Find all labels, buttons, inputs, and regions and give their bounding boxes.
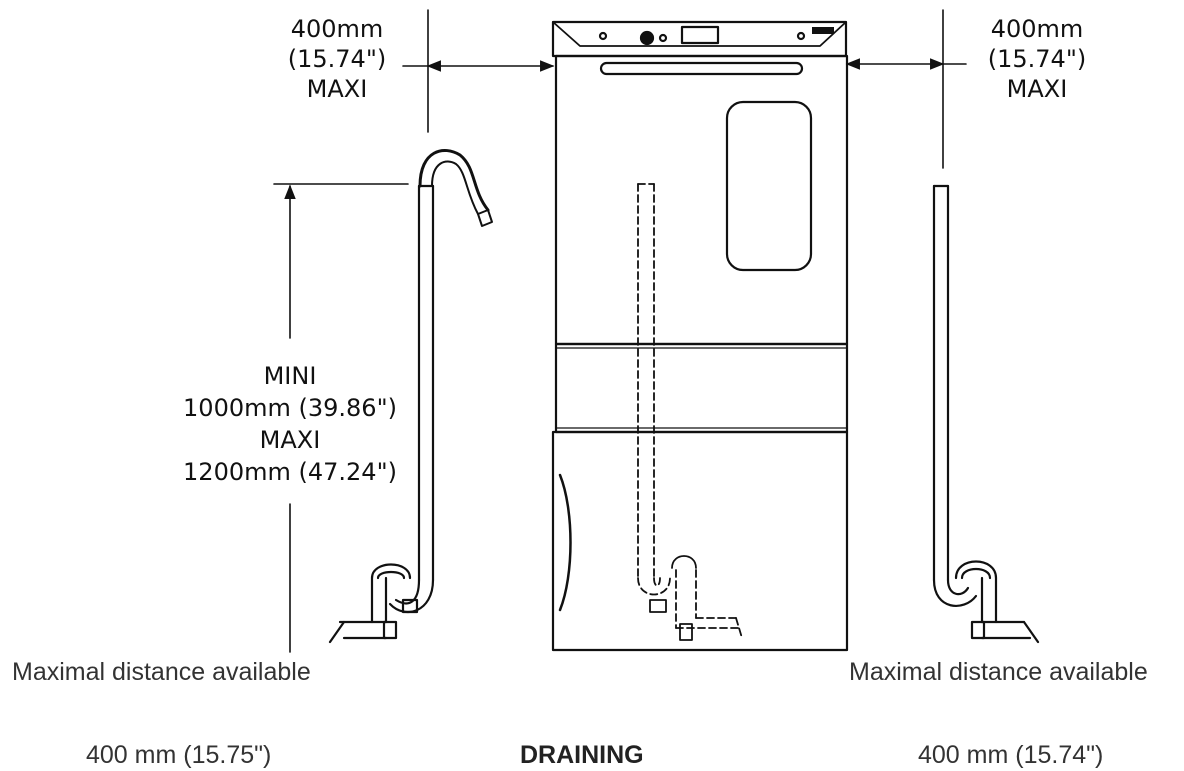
cabinet-handle — [558, 473, 572, 612]
dimension-lines — [273, 9, 967, 653]
left-caption-value: 400 mm (15.75") — [86, 741, 272, 769]
height-dimension-label: MINI 1000mm (39.86") MAXI 1200mm (47.24"… — [158, 360, 422, 488]
right-clearance-kind: MAXI — [1006, 75, 1068, 103]
display-screen — [680, 25, 720, 45]
middle-band — [554, 342, 849, 434]
viewing-window — [725, 100, 813, 272]
internal-drain-hidden — [637, 183, 743, 639]
left-clearance-kind: MAXI — [306, 75, 368, 103]
lower-cabinet — [551, 430, 849, 652]
technical-drawing — [273, 9, 1040, 653]
dishwasher — [551, 20, 849, 652]
right-caption-title: Maximal distance available — [849, 658, 1148, 686]
right-clearance-inch: (15.74") — [987, 45, 1087, 73]
upper-door — [554, 54, 849, 346]
left-clearance-inch: (15.74") — [287, 45, 387, 73]
height-maxi-label: MAXI — [259, 426, 321, 454]
left-clearance-label: 400mm (15.74") MAXI — [262, 14, 412, 104]
right-clearance-label: 400mm (15.74") MAXI — [962, 14, 1112, 104]
center-caption-title: DRAINING — [520, 741, 644, 769]
left-clearance-mm: 400mm — [290, 15, 384, 43]
right-caption-value: 400 mm (15.74") — [918, 741, 1104, 769]
height-maxi-value: 1200mm (47.24") — [183, 458, 397, 486]
height-mini-value: 1000mm (39.86") — [183, 394, 397, 422]
right-drain-pipe — [932, 184, 1040, 644]
left-drain-pipe — [328, 149, 493, 644]
power-knob-icon — [639, 30, 655, 46]
left-caption-title: Maximal distance available — [12, 658, 311, 686]
indicator-light-icon — [598, 31, 608, 41]
height-mini-label: MINI — [263, 362, 317, 390]
door-handle — [599, 61, 804, 76]
right-clearance-mm: 400mm — [990, 15, 1084, 43]
